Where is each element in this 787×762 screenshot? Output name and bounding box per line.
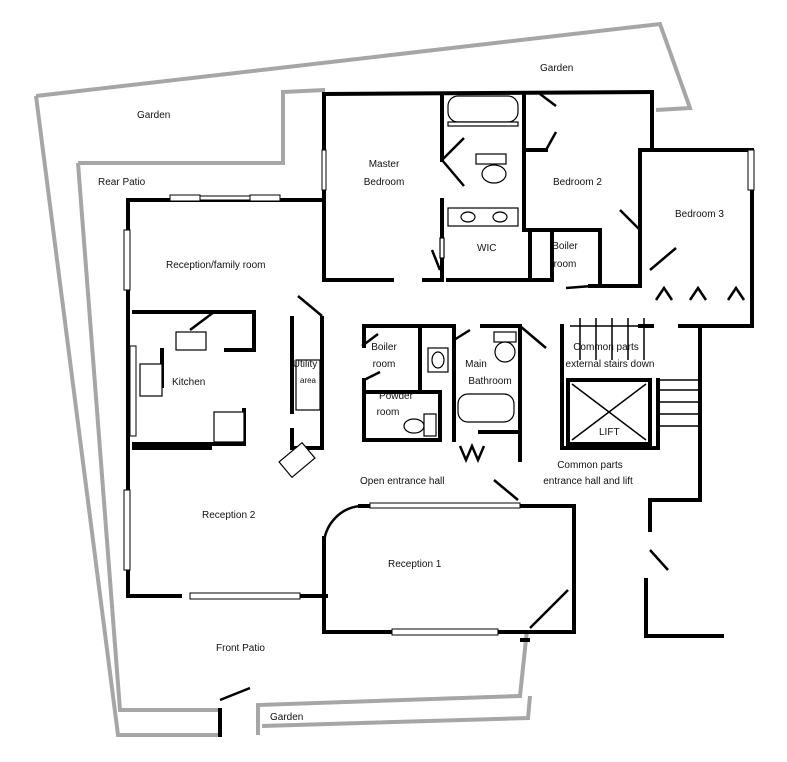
site-boundary [34, 21, 693, 737]
master-bedroom-label-line1: Master [368, 159, 400, 170]
utility-area-label-line1: Utility [292, 359, 318, 370]
upper-boiler-room-label-line2: room [553, 259, 577, 270]
lower-boiler-room-label-line2: room [372, 359, 396, 370]
lower-boiler-room-label-line1: Boiler [371, 342, 397, 353]
common-entrance-label-line1: Common parts [557, 460, 623, 471]
master-bedroom-label-line2: Bedroom [363, 177, 405, 188]
utility-area-label-line2: area [299, 376, 317, 385]
kitchen-label: Kitchen [172, 377, 206, 388]
rear-patio-label: Rear Patio [98, 177, 146, 188]
reception-family-room-label: Reception/family room [166, 260, 266, 271]
garden-left-label: Garden [137, 110, 171, 121]
common-stairs-label-line2: external stairs down [565, 359, 655, 370]
bedroom-2-label: Bedroom 2 [553, 177, 602, 188]
powder-room-label-line2: room [376, 407, 400, 418]
upper-boiler-room-label-line1: Boiler [552, 241, 578, 252]
front-patio-label: Front Patio [216, 643, 265, 654]
fixtures [139, 95, 519, 479]
windows [123, 149, 755, 636]
lift-and-stairs [566, 285, 746, 446]
reception-2-label: Reception 2 [202, 510, 256, 521]
main-bathroom-label-line1: Main [465, 359, 487, 370]
common-entrance-label-line2: entrance hall and lift [543, 476, 633, 487]
open-entrance-hall-label: Open entrance hall [360, 476, 445, 487]
wic-label: WIC [477, 243, 497, 254]
powder-room-label-line1: Powder [379, 391, 413, 402]
lift-label: LIFT [599, 427, 620, 438]
bedroom-3-label: Bedroom 3 [675, 209, 724, 220]
garden-top-label: Garden [540, 63, 574, 74]
reception-1-label: Reception 1 [388, 559, 442, 570]
main-bathroom-label-line2: Bathroom [468, 376, 512, 387]
doors [189, 93, 677, 702]
common-stairs-label-line1: Common parts [573, 342, 639, 353]
garden-bottom-label: Garden [270, 712, 304, 723]
